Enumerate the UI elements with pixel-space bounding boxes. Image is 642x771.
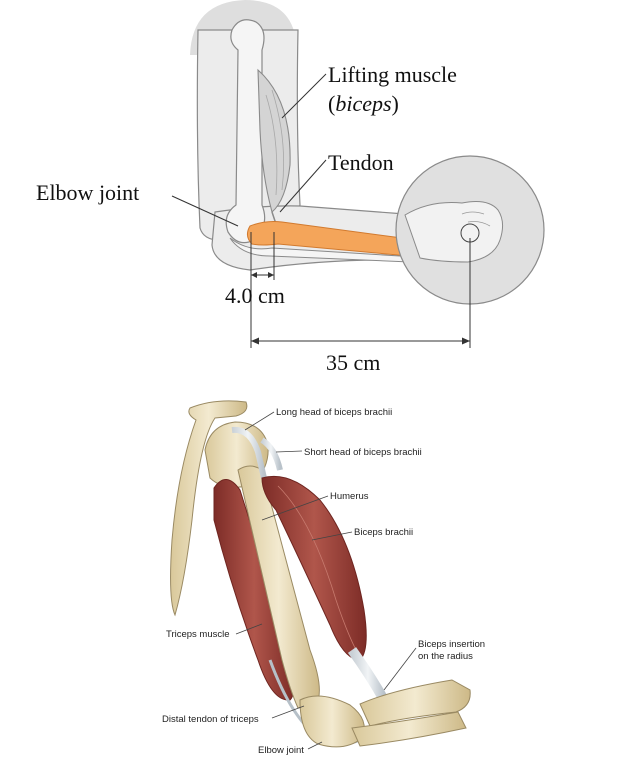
leader-biceps-brachii [311, 531, 353, 541]
leader-elbow-joint-lower [307, 741, 323, 750]
label-humerus: Humerus [330, 491, 369, 502]
leader-elbow-joint [171, 195, 239, 227]
dim-arrows-short [251, 272, 274, 278]
top-arm-diagram: Lifting muscle (biceps) Tendon Elbow joi… [36, 0, 545, 375]
label-biceps-line: (biceps) [328, 91, 399, 116]
radius-bone [359, 679, 471, 727]
ulna-bone-lower [351, 711, 467, 747]
biceps-striation [271, 89, 285, 191]
label-elbow-joint-lower: Elbow joint [258, 745, 304, 756]
dim-label-long: 35 cm [326, 350, 380, 375]
leader-distal-tendon [271, 705, 305, 719]
dim-label-short: 4.0 cm [225, 283, 285, 308]
label-biceps-brachii: Biceps brachii [354, 527, 413, 538]
leader-insertion [383, 647, 417, 691]
leader-lifting-muscle [281, 73, 327, 119]
label-tendon: Tendon [328, 150, 394, 175]
leader-short-head [275, 450, 303, 453]
elbow-bone [299, 695, 365, 748]
hand-shape [404, 201, 504, 263]
label-insertion-2: on the radius [418, 651, 473, 662]
label-distal-tendon: Distal tendon of triceps [162, 714, 259, 725]
leader-humerus [261, 495, 329, 521]
biceps-muscle [257, 68, 291, 213]
humerus-shaft [237, 465, 320, 709]
label-elbow-joint: Elbow joint [36, 180, 139, 205]
leader-tendon [279, 159, 327, 213]
bottom-anatomy-diagram: Long head of biceps brachii Short head o… [162, 400, 485, 756]
biceps-distal-tendon [347, 647, 389, 703]
label-insertion-1: Biceps insertion [418, 639, 485, 650]
biceps-striation [277, 485, 357, 651]
leader-triceps [235, 623, 263, 635]
long-head-tendon [231, 426, 267, 479]
label-lifting-muscle: Lifting muscle [328, 62, 457, 87]
biceps-striation [265, 94, 278, 196]
leader-long-head [244, 411, 275, 431]
finger-lines [461, 211, 491, 227]
label-biceps: biceps [335, 91, 391, 116]
label-triceps: Triceps muscle [166, 629, 230, 640]
short-head-tendon [260, 437, 283, 471]
scapula-bone [170, 400, 248, 617]
label-short-head: Short head of biceps brachii [304, 447, 422, 458]
label-long-head: Long head of biceps brachii [276, 407, 392, 418]
